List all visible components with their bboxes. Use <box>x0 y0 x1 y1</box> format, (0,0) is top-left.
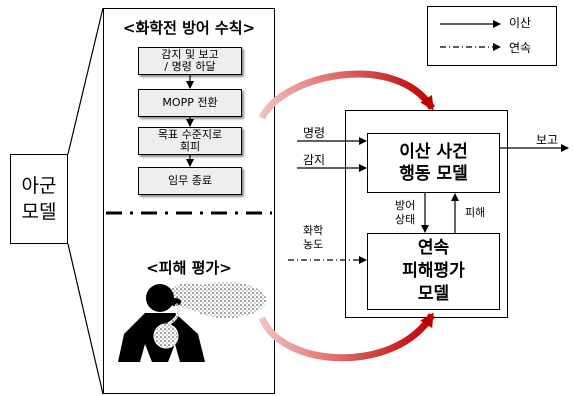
step-label: 목표 수준지로 <box>157 128 223 141</box>
lower-curve-arrow <box>258 312 435 362</box>
label-chem-conc-2: 농도 <box>303 238 324 251</box>
discrete-model-label-1: 이산 사건 <box>399 142 468 162</box>
step-label: 임무 종료 <box>168 174 212 187</box>
label-chem-conc-1: 화학 <box>303 224 324 237</box>
upper-curve-arrow <box>258 70 435 120</box>
label-report: 보고 <box>536 133 559 147</box>
section-title-defense-rules: <화학전 방어 수칙> <box>122 19 256 37</box>
ally-model-label-2: 모델 <box>21 201 57 223</box>
continuous-model-label-3: 모델 <box>417 284 450 304</box>
label-defense-state-2: 상태 <box>395 213 416 226</box>
step-label: / 명령 하달 <box>164 60 216 73</box>
continuous-model-label-1: 연속 <box>417 238 450 258</box>
continuous-damage-model: 연속 피해평가 모델 <box>367 233 500 310</box>
step-label: MOPP 전환 <box>162 96 218 109</box>
label-defense-state-1: 방어 <box>395 199 416 212</box>
continuous-model-label-2: 피해평가 <box>402 261 465 281</box>
section-title-damage-assessment: <피해 평가> <box>146 259 232 277</box>
label-command: 명령 <box>303 126 326 140</box>
step-label: 감지 및 보고 <box>161 48 219 61</box>
step-avoid: 목표 수준지로 회피 <box>138 127 242 155</box>
ally-model-box: 아군 모델 <box>10 154 68 244</box>
legend-label-continuous: 연속 <box>509 41 532 55</box>
step-mopp: MOPP 전환 <box>138 89 242 117</box>
trapezoid-line-top <box>67 7 104 155</box>
step-mission-end: 임무 종료 <box>138 167 242 195</box>
step-detect-report: 감지 및 보고 / 명령 하달 <box>138 47 242 75</box>
label-detect: 감지 <box>303 153 326 167</box>
trapezoid-line-bottom <box>67 243 104 395</box>
label-damage: 피해 <box>465 206 486 219</box>
legend-label-discrete: 이산 <box>509 16 532 30</box>
legend-box <box>427 6 557 66</box>
step-label: 회피 <box>179 140 201 153</box>
ally-model-label-1: 아군 <box>21 175 57 197</box>
person-inhaling-icon <box>118 284 205 362</box>
discrete-model-label-2: 행동 모델 <box>399 164 468 184</box>
discrete-event-model: 이산 사건 행동 모델 <box>367 133 500 193</box>
